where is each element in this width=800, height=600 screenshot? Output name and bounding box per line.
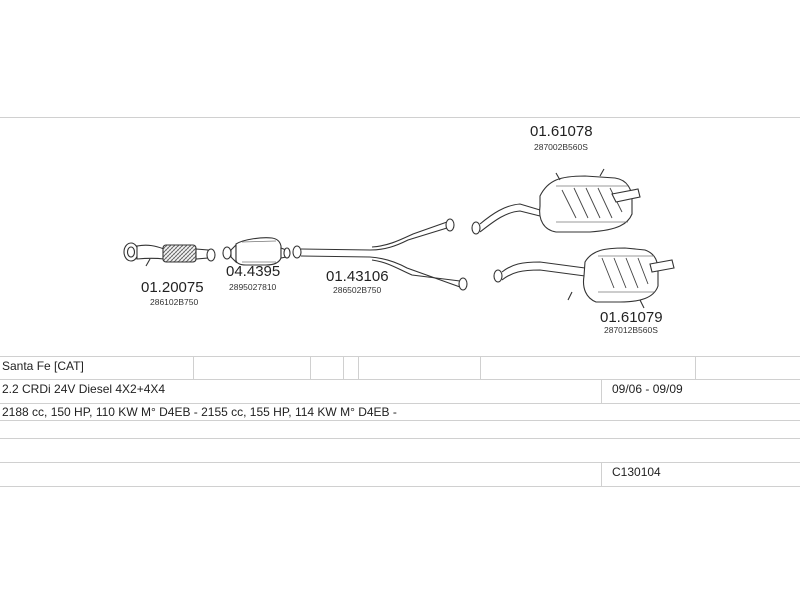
oem-number-label: 2895027810	[229, 282, 277, 292]
engine-description: 2.2 CRDi 24V Diesel 4X2+4X4	[2, 382, 166, 396]
rear-silencer-upper-part[interactable]	[471, 168, 641, 235]
catalytic-converter-part[interactable]	[222, 237, 291, 266]
row-divider	[0, 486, 800, 487]
engine-specs: 2188 cc, 150 HP, 110 KW M° D4EB - 2155 c…	[2, 405, 397, 419]
rear-silencer-lower-part[interactable]	[493, 247, 675, 309]
part-number-label: 04.4395	[226, 263, 280, 280]
row-divider	[0, 403, 800, 404]
column-divider	[358, 356, 359, 379]
oem-number-label: 286102B750	[150, 297, 198, 307]
row-divider	[0, 356, 800, 357]
column-divider	[695, 356, 696, 379]
front-pipe-part[interactable]	[123, 242, 216, 267]
row-divider	[0, 420, 800, 421]
row-divider	[0, 379, 800, 380]
production-years: 09/06 - 09/09	[612, 382, 683, 396]
part-number-label: 01.20075	[141, 279, 204, 296]
oem-number-label: 286502B750	[333, 285, 381, 295]
oem-number-label: 287002B560S	[534, 142, 588, 152]
part-number-label: 01.61079	[600, 309, 663, 326]
diagram-top-border	[0, 117, 800, 118]
part-number-label: 01.61078	[530, 123, 593, 140]
y-pipe-part[interactable]	[292, 218, 468, 291]
catalogue-code: C130104	[612, 465, 661, 479]
column-divider	[601, 379, 602, 403]
row-divider	[0, 462, 800, 463]
part-number-label: 01.43106	[326, 268, 389, 285]
vehicle-model: Santa Fe [CAT]	[2, 359, 84, 373]
column-divider	[343, 356, 344, 379]
oem-number-label: 287012B560S	[604, 325, 658, 335]
column-divider	[601, 462, 602, 486]
exhaust-system-diagram: 01.20075 286102B750 04.4395 2895027810 0…	[123, 123, 675, 335]
column-divider	[310, 356, 311, 379]
column-divider	[193, 356, 194, 379]
row-divider	[0, 438, 800, 439]
column-divider	[480, 356, 481, 379]
